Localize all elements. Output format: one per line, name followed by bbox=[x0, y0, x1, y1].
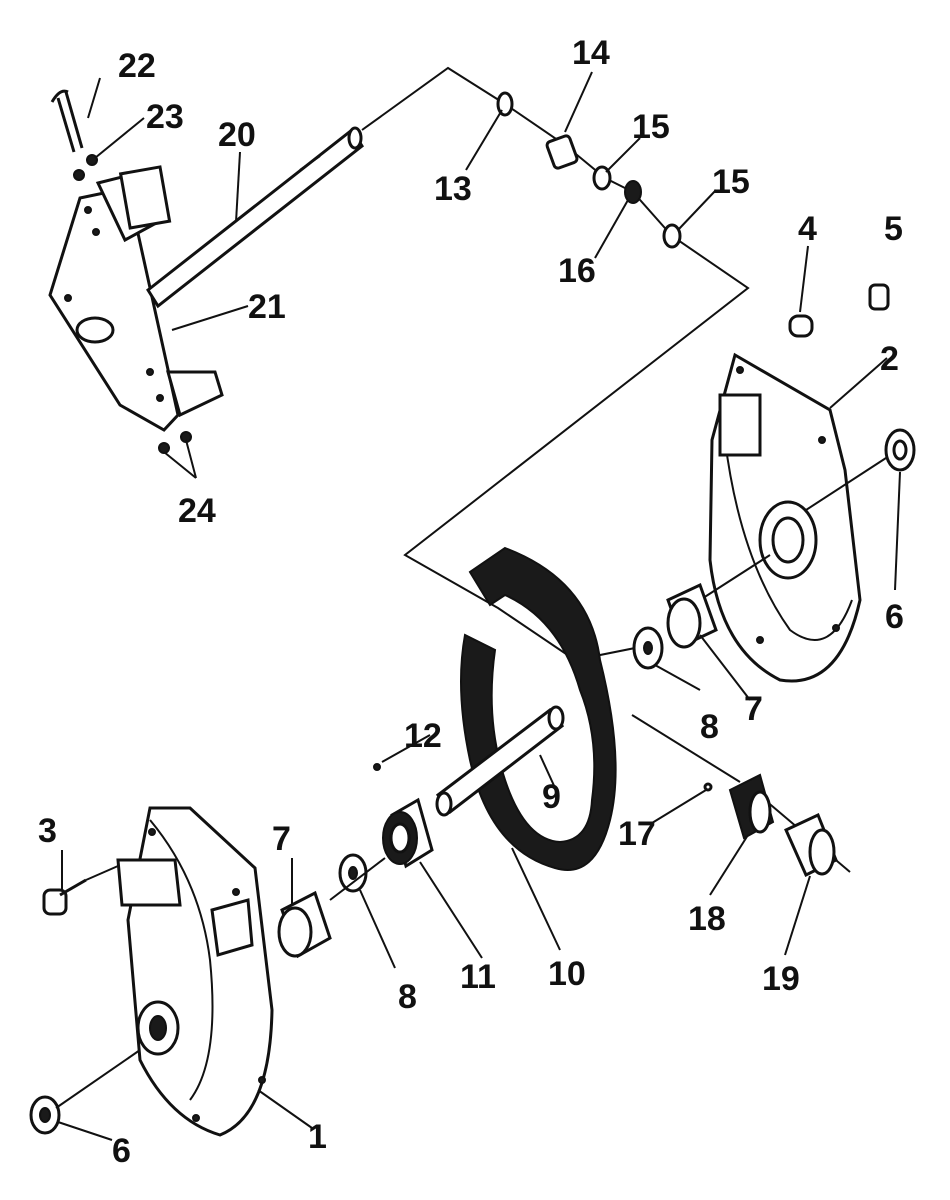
label-1: 1 bbox=[308, 1118, 327, 1156]
label-17: 17 bbox=[618, 815, 656, 853]
label-6-right: 6 bbox=[885, 598, 904, 636]
housing-2 bbox=[708, 352, 862, 683]
washer-15b bbox=[662, 223, 682, 249]
screw-3 bbox=[42, 865, 119, 916]
nut-24a bbox=[158, 442, 170, 454]
label-5: 5 bbox=[884, 210, 903, 248]
washer-13 bbox=[496, 91, 514, 117]
label-15b: 15 bbox=[712, 163, 750, 201]
bushing-14 bbox=[545, 134, 579, 170]
label-18: 18 bbox=[688, 900, 726, 938]
label-9: 9 bbox=[542, 778, 561, 816]
axis-line-left bbox=[55, 1049, 141, 1109]
key-12 bbox=[373, 763, 381, 771]
bearing-7-left bbox=[277, 890, 332, 959]
washer-23 bbox=[86, 154, 98, 166]
axis-line-right2 bbox=[699, 554, 771, 601]
seal-6-right-hole bbox=[892, 439, 908, 461]
label-2: 2 bbox=[880, 340, 899, 378]
chain-case-10 bbox=[460, 546, 617, 871]
label-22: 22 bbox=[118, 47, 156, 85]
label-16: 16 bbox=[558, 252, 596, 290]
pin-22 bbox=[50, 89, 84, 153]
bushing-19 bbox=[784, 812, 838, 878]
label-8-left: 8 bbox=[398, 978, 417, 1016]
label-23: 23 bbox=[146, 98, 184, 136]
washer-23b bbox=[73, 169, 85, 181]
label-14: 14 bbox=[572, 34, 610, 72]
assembly-guide-line-top bbox=[361, 66, 750, 662]
label-6-left: 6 bbox=[112, 1132, 131, 1170]
label-13: 13 bbox=[434, 170, 472, 208]
axis-line-mid bbox=[329, 857, 386, 901]
label-3: 3 bbox=[38, 812, 57, 850]
bearing-7-right bbox=[666, 582, 718, 649]
washer-16 bbox=[624, 180, 642, 204]
label-12: 12 bbox=[404, 717, 442, 755]
gear-11 bbox=[382, 797, 434, 869]
label-15a: 15 bbox=[632, 108, 670, 146]
label-11: 11 bbox=[460, 958, 496, 996]
axis-line-right bbox=[805, 457, 887, 511]
housing-1 bbox=[116, 806, 274, 1137]
label-7-right: 7 bbox=[744, 690, 763, 728]
label-10: 10 bbox=[548, 955, 586, 993]
washer-8-left-hole bbox=[348, 866, 358, 880]
label-7-left: 7 bbox=[272, 820, 291, 858]
label-20: 20 bbox=[218, 116, 256, 154]
key-17 bbox=[703, 782, 713, 792]
part-labels: 22 23 20 21 24 13 14 15 16 15 4 5 2 6 8 … bbox=[38, 34, 904, 1170]
sprocket-18 bbox=[728, 773, 775, 840]
leader-lines bbox=[57, 71, 901, 1141]
axis-line-lower-right bbox=[631, 714, 741, 783]
label-21: 21 bbox=[248, 288, 286, 326]
washer-8-right-hole bbox=[643, 641, 653, 655]
shaft-20 bbox=[146, 126, 364, 309]
label-4: 4 bbox=[798, 210, 817, 248]
nut-4 bbox=[788, 314, 814, 338]
seal-6-left-hole bbox=[39, 1107, 51, 1123]
label-8-right: 8 bbox=[700, 708, 719, 746]
washer-15a bbox=[592, 165, 612, 191]
label-19: 19 bbox=[762, 960, 800, 998]
screw-5 bbox=[868, 283, 890, 311]
shaft-9 bbox=[435, 705, 565, 817]
bracket-assembly bbox=[48, 165, 224, 432]
label-24: 24 bbox=[178, 492, 216, 530]
